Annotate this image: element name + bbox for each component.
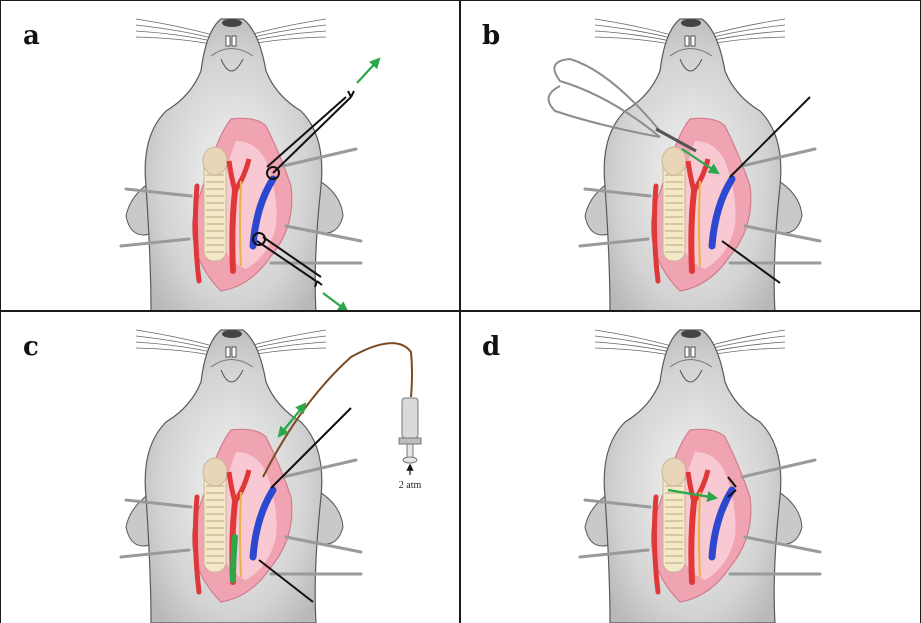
right-incisor bbox=[691, 347, 695, 357]
trachea bbox=[662, 147, 686, 261]
trachea bbox=[203, 458, 227, 572]
common-carotid bbox=[232, 191, 235, 271]
horizontal-divider bbox=[0, 310, 921, 312]
panel-d: d bbox=[460, 312, 920, 623]
mouse-body bbox=[121, 19, 361, 312]
panel-c-illustration: 2 atm bbox=[1, 312, 461, 623]
panel-b-illustration bbox=[460, 1, 920, 312]
vagus-nerve bbox=[240, 181, 241, 266]
mouse-body bbox=[580, 19, 820, 312]
vagus-nerve bbox=[240, 492, 241, 577]
panel-c: 2 atm c bbox=[1, 312, 461, 623]
common-carotid bbox=[691, 191, 694, 271]
panel-b-label: b bbox=[482, 21, 500, 51]
mouse-body bbox=[121, 330, 361, 623]
panel-a: a bbox=[1, 1, 461, 312]
panel-b: b bbox=[460, 1, 920, 312]
right-incisor bbox=[232, 36, 236, 46]
nose bbox=[222, 330, 242, 338]
left-incisor bbox=[226, 36, 230, 46]
vagus-nerve bbox=[699, 492, 700, 577]
vagus-nerve bbox=[699, 181, 700, 266]
panel-d-illustration bbox=[460, 312, 920, 623]
trachea bbox=[203, 147, 227, 261]
trachea bbox=[662, 458, 686, 572]
syringe bbox=[399, 398, 421, 463]
pull-arrow-up bbox=[357, 59, 379, 83]
pressure-label: 2 atm bbox=[399, 480, 422, 491]
left-incisor bbox=[226, 347, 230, 357]
panel-d-label: d bbox=[482, 332, 500, 362]
pull-arrow-down bbox=[323, 293, 347, 311]
dilated-segment bbox=[233, 537, 235, 580]
panel-a-illustration bbox=[1, 1, 461, 312]
panel-c-label: c bbox=[23, 332, 39, 362]
right-incisor bbox=[232, 347, 236, 357]
panel-a-label: a bbox=[23, 21, 40, 51]
common-carotid bbox=[691, 502, 694, 582]
left-incisor bbox=[685, 347, 689, 357]
left-incisor bbox=[685, 36, 689, 46]
nose bbox=[222, 19, 242, 27]
mouse-body bbox=[580, 330, 820, 623]
right-incisor bbox=[691, 36, 695, 46]
nose bbox=[681, 330, 701, 338]
nose bbox=[681, 19, 701, 27]
